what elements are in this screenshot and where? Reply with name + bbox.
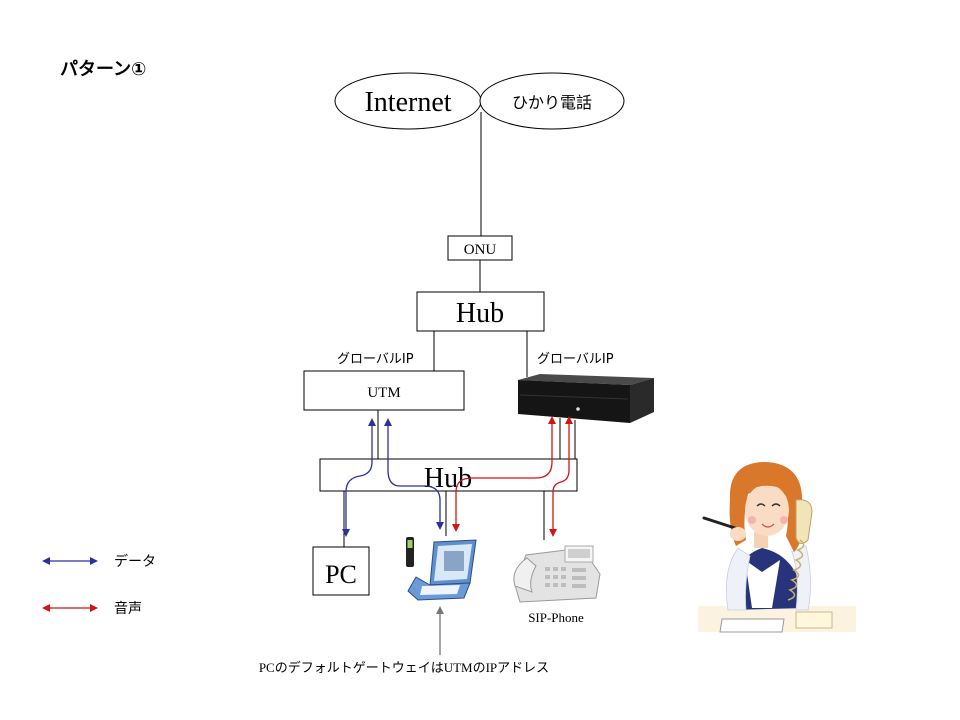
legend: データ 音声 bbox=[42, 553, 156, 617]
data-flow-pc bbox=[342, 418, 376, 537]
legend-data-label: データ bbox=[114, 553, 156, 570]
laptop-softphone-icon bbox=[406, 537, 477, 601]
internet-label: Internet bbox=[364, 87, 451, 118]
pc-label: PC bbox=[325, 560, 357, 589]
pc-box: PC bbox=[312, 546, 370, 596]
global-ip-left-label: グローバルIP bbox=[337, 352, 414, 367]
onu-label: ONU bbox=[464, 242, 497, 258]
legend-voice-label: 音声 bbox=[114, 600, 142, 617]
utm-box: UTM bbox=[303, 370, 465, 411]
operator-woman-illustration bbox=[698, 462, 856, 633]
utm-label: UTM bbox=[367, 385, 400, 401]
page-title: パターン① bbox=[60, 59, 146, 80]
internet-cloud: Internet bbox=[334, 72, 482, 130]
top-hub-box: Hub bbox=[416, 291, 545, 332]
sip-phone-label: SIP-Phone bbox=[528, 610, 584, 625]
gateway-note: PCのデフォルトゲートウェイはUTMのIPアドレス bbox=[259, 660, 549, 675]
hikari-denwa-label: ひかり電話 bbox=[512, 93, 592, 112]
top-hub-label: Hub bbox=[456, 298, 504, 329]
hikari-denwa-cloud: ひかり電話 bbox=[479, 72, 625, 130]
sip-phone-icon bbox=[513, 545, 601, 603]
voice-gateway-device-icon bbox=[518, 374, 654, 423]
voice-flow-phone bbox=[549, 416, 573, 537]
data-flow-laptop bbox=[384, 418, 444, 530]
global-ip-right-label: グローバルIP bbox=[537, 352, 614, 367]
onu-box: ONU bbox=[447, 235, 513, 261]
